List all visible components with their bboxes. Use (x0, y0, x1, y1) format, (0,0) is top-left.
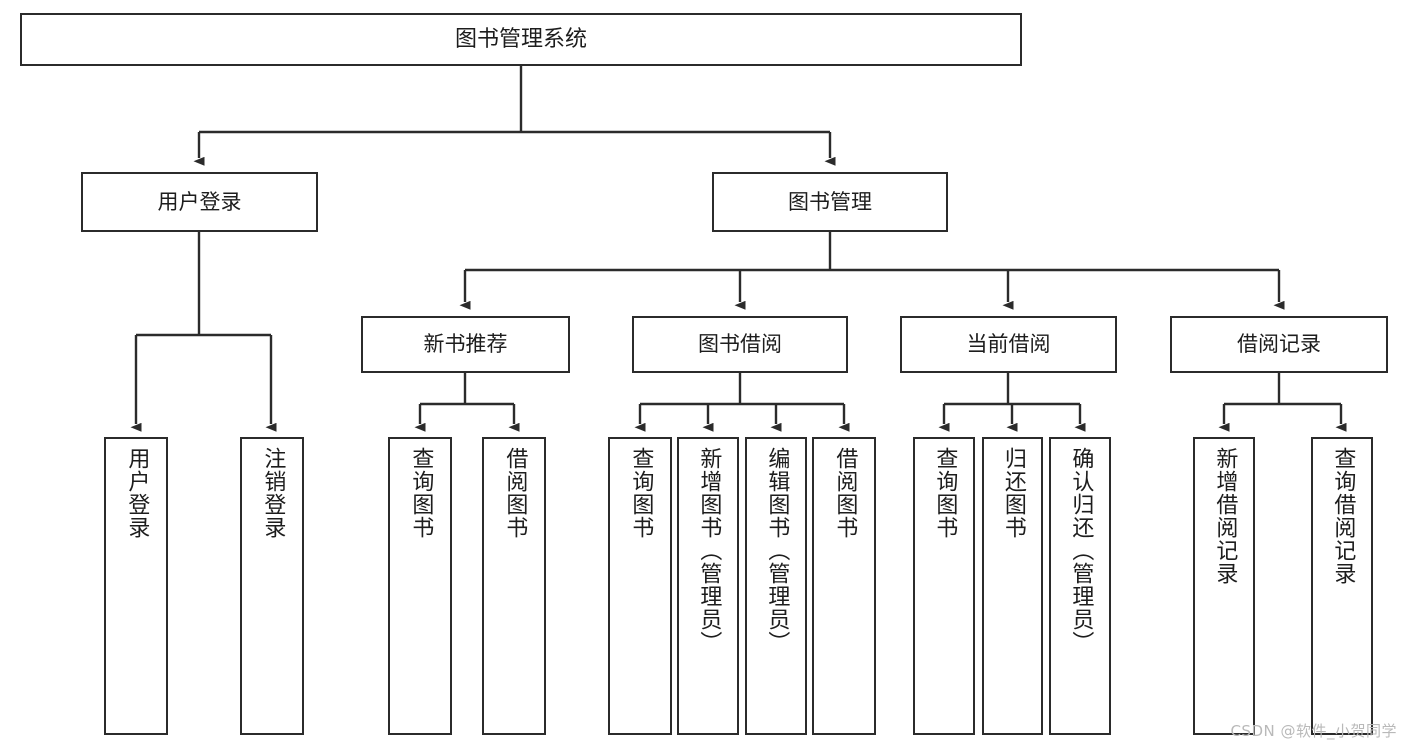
leaf-borrow-book[interactable]: 借阅图书 (812, 437, 876, 735)
node-label: 图书借阅 (698, 332, 782, 356)
node-label: 查询借阅记录 (1330, 447, 1356, 585)
node-label: 用户登录 (157, 189, 242, 214)
node-book-management[interactable]: 图书管理 (712, 172, 948, 232)
node-label: 新书推荐 (423, 332, 508, 356)
leaf-edit-book-admin[interactable]: 编辑图书（管理员） (745, 437, 807, 735)
node-label: 图书管理 (788, 189, 872, 214)
leaf-borrow-book-newbook[interactable]: 借阅图书 (482, 437, 546, 735)
leaf-user-login[interactable]: 用户登录 (104, 437, 168, 735)
leaf-logout[interactable]: 注销登录 (240, 437, 304, 735)
leaf-query-book-borrow[interactable]: 查询图书 (608, 437, 672, 735)
node-label: 编辑图书（管理员） (764, 447, 790, 654)
node-label: 借阅图书 (832, 447, 858, 539)
node-label: 图书管理系统 (454, 26, 587, 52)
node-label: 查询图书 (628, 447, 654, 539)
node-current-borrow[interactable]: 当前借阅 (900, 316, 1117, 373)
node-borrow-record[interactable]: 借阅记录 (1170, 316, 1388, 373)
node-label: 新增借阅记录 (1212, 447, 1238, 585)
node-label: 借阅记录 (1237, 332, 1321, 356)
leaf-return-book[interactable]: 归还图书 (982, 437, 1043, 735)
node-label: 当前借阅 (966, 332, 1051, 356)
leaf-add-book-admin[interactable]: 新增图书（管理员） (677, 437, 739, 735)
node-user-login[interactable]: 用户登录 (81, 172, 318, 232)
node-label: 借阅图书 (502, 447, 528, 539)
leaf-confirm-return-admin[interactable]: 确认归还（管理员） (1049, 437, 1111, 735)
leaf-query-borrow-record[interactable]: 查询借阅记录 (1311, 437, 1373, 735)
node-book-borrow[interactable]: 图书借阅 (632, 316, 848, 373)
leaf-query-book-current[interactable]: 查询图书 (913, 437, 975, 735)
node-label: 查询图书 (932, 447, 958, 539)
node-label: 用户登录 (124, 447, 150, 539)
node-label: 注销登录 (260, 447, 286, 539)
csdn-watermark: CSDN @软件_小贺同学 (1230, 722, 1397, 740)
node-new-book-recommend[interactable]: 新书推荐 (361, 316, 570, 373)
leaf-add-borrow-record[interactable]: 新增借阅记录 (1193, 437, 1255, 735)
leaf-query-book-newbook[interactable]: 查询图书 (388, 437, 452, 735)
node-label: 归还图书 (1000, 447, 1026, 539)
node-label: 查询图书 (408, 447, 434, 539)
node-label: 新增图书（管理员） (696, 447, 722, 654)
node-label: 确认归还（管理员） (1068, 447, 1094, 654)
node-root-system[interactable]: 图书管理系统 (20, 13, 1022, 66)
